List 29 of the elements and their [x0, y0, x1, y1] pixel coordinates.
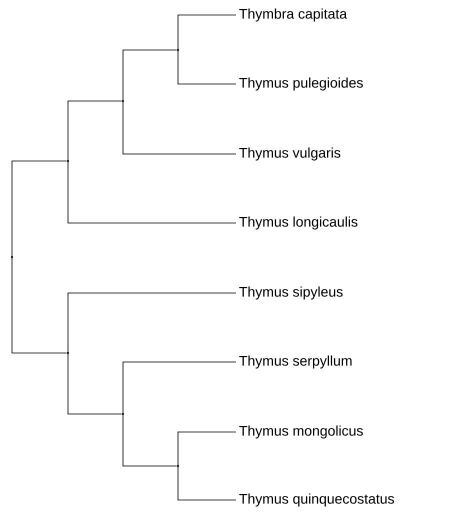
tree-branch [178, 50, 236, 84]
tree-branch [68, 292, 236, 354]
species-label: Thymus vulgaris [239, 147, 340, 161]
species-label: Thymus sipyleus [239, 286, 343, 300]
branch-point [66, 160, 70, 162]
species-label: Thymus pulegioides [239, 77, 363, 91]
tree-branch [178, 466, 236, 500]
tree-branch [122, 100, 236, 154]
tree-branch [122, 414, 178, 466]
branch-point [176, 464, 180, 468]
tree-branch [122, 50, 178, 102]
tree-branch [68, 352, 122, 414]
branch-point [122, 412, 124, 416]
tree-branch [12, 160, 68, 258]
branch-point [66, 352, 70, 354]
tree-branch [68, 160, 236, 224]
branch-point [176, 48, 180, 52]
tree-branch [68, 100, 122, 162]
species-label: Thymus mongolicus [239, 425, 363, 439]
tree-branch [178, 432, 236, 466]
species-label: Thymus longicaulis [239, 216, 358, 230]
tree-branch [178, 14, 236, 50]
tree-branch [12, 256, 68, 354]
species-label: Thymus quinquecostatus [239, 493, 394, 507]
branch-point [10, 256, 14, 258]
species-label: Thymus serpyllum [239, 355, 352, 369]
tree-branch [122, 362, 236, 414]
species-label: Thymbra capitata [239, 8, 348, 22]
branch-point [122, 100, 124, 102]
